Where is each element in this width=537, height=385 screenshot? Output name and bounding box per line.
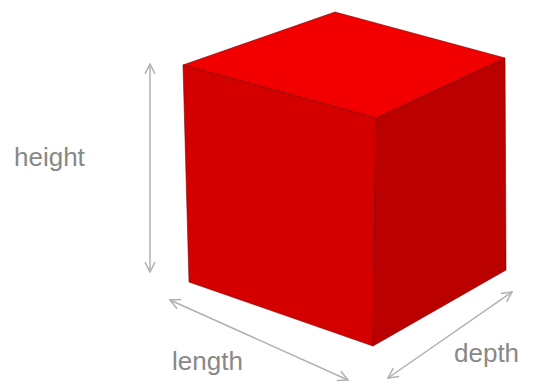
dimension-label: depth [454, 340, 519, 366]
cube-front-face [183, 65, 376, 346]
cube-side-face [373, 58, 506, 346]
dimension-label: length [172, 348, 243, 374]
dimension-label: height [14, 144, 85, 170]
length-arrow [170, 300, 348, 380]
height-arrow [149, 64, 151, 272]
